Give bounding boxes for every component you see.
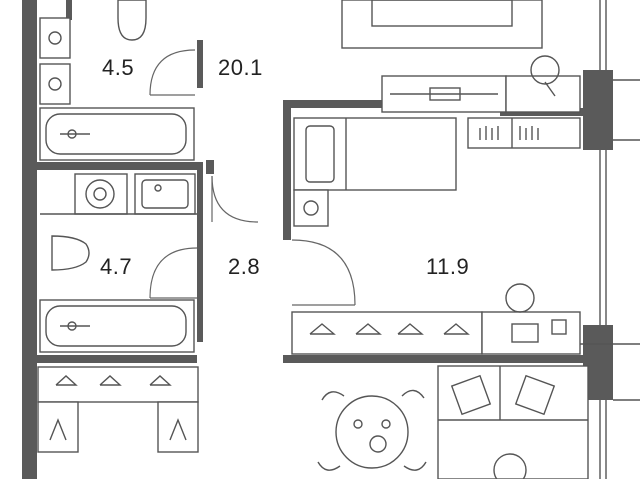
bedroom-top-wall	[283, 100, 383, 108]
sofa	[437, 365, 589, 479]
bath-upper-right-wall-top	[66, 0, 72, 20]
room-area-living-room: 20.1	[218, 55, 263, 80]
wall-stub	[206, 160, 214, 174]
living-room-furniture	[341, 0, 581, 113]
rug	[341, 0, 543, 49]
toilet-lower	[51, 235, 90, 271]
bath-divider-wall	[22, 162, 197, 170]
room-area-bedroom: 11.9	[426, 254, 470, 279]
sink-upper-2	[39, 63, 71, 105]
desk-upper	[505, 75, 581, 113]
dining-furniture	[317, 365, 589, 479]
bath-right-wall-upper	[197, 40, 203, 88]
lower-bathroom-fixtures	[39, 235, 198, 353]
laundry-fixtures	[40, 173, 259, 223]
left-outer-wall	[22, 0, 37, 479]
room-area-bathroom-upper: 4.5	[102, 55, 135, 80]
room-area-bathroom-lower: 4.7	[100, 254, 133, 279]
bedroom-left-wall	[283, 100, 291, 240]
toilet-upper	[117, 0, 147, 41]
nightstand	[293, 189, 329, 227]
bookshelf	[467, 117, 581, 149]
sink-upper-1	[39, 17, 71, 59]
bedroom-furniture	[291, 117, 581, 355]
bedroom-desk	[481, 311, 581, 355]
right-column-upper	[583, 70, 613, 150]
bedroom-wardrobe	[291, 311, 483, 355]
room-area-hallway: 2.8	[228, 254, 261, 279]
corridor-wardrobe	[37, 366, 199, 453]
corridor-wall-bottom	[22, 355, 197, 363]
bed	[293, 117, 457, 191]
upper-bathroom-fixtures	[39, 0, 196, 161]
dining-table	[335, 395, 409, 469]
windows	[580, 0, 640, 479]
bath-right-wall-lower	[197, 162, 203, 342]
bedroom-bottom-wall	[283, 355, 583, 363]
